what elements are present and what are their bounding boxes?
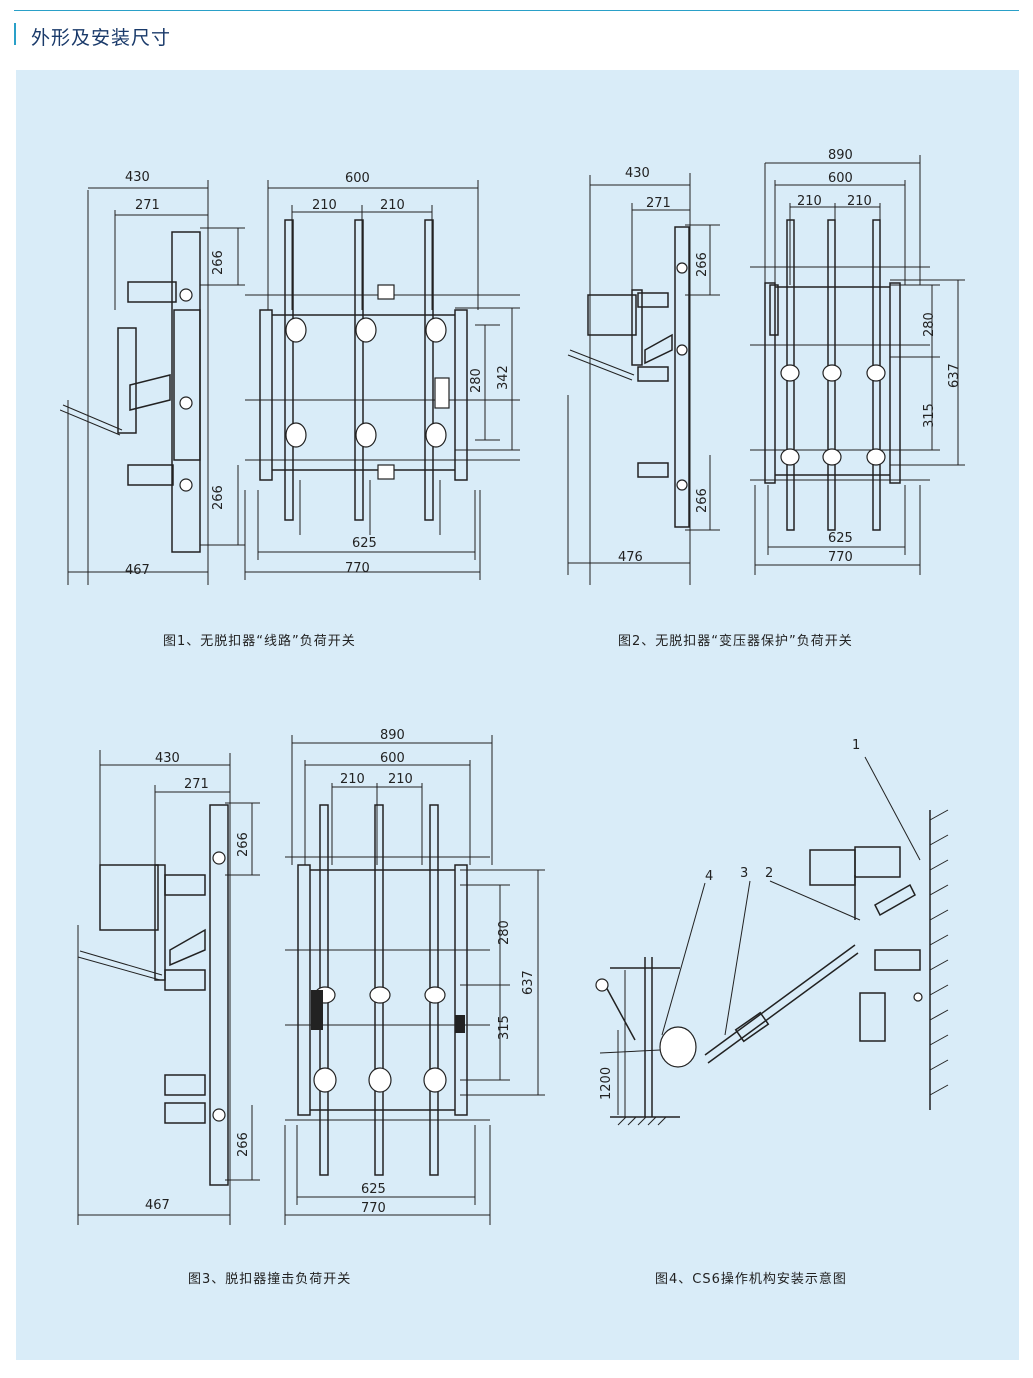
fig1-dim-271: 271 [135,198,160,213]
figure-2-caption: 图2、无脱扣器“变压器保护”负荷开关 [618,634,853,649]
figure-4-ground [610,957,680,1126]
fig3-dim-600: 600 [380,751,405,766]
fig1-dim-430: 430 [125,170,150,185]
fig4-label-1: 1 [852,738,860,753]
fig3-dim-625: 625 [361,1182,386,1197]
fig1-dim-625: 625 [352,536,377,551]
figure-4-drawing: 1 2 3 4 1200 [595,738,949,1126]
fig3-dim-770: 770 [361,1201,386,1216]
fig2-dim-271: 271 [646,196,671,211]
fig3-dim-210b: 210 [388,772,413,787]
fig2-dim-280: 280 [922,312,937,337]
fig2-dim-625: 625 [828,531,853,546]
fig3-dim-280: 280 [497,920,512,945]
figure-4-mechanism [595,846,923,1068]
fig1-dim-266b: 266 [211,485,226,510]
figure-1-drawing: 430 271 266 266 467 600 210 210 280 342 … [60,170,520,585]
fig1-dim-467: 467 [125,563,150,578]
fig2-dim-890: 890 [828,148,853,163]
fig2-dim-266a: 266 [695,252,710,277]
title-bar: 外形及安装尺寸 [14,10,1019,49]
fig1-dim-210b: 210 [380,198,405,213]
fig3-dim-266b: 266 [236,1132,251,1157]
figure-2-drawing: 430 271 266 266 476 890 600 210 210 280 … [567,148,965,585]
fig3-dim-266a: 266 [236,832,251,857]
figure-4-wall [929,809,949,1110]
fig3-dim-430: 430 [155,751,180,766]
fig3-dim-315: 315 [497,1015,512,1040]
drawing-panel [16,70,1019,1360]
page-title: 外形及安装尺寸 [31,27,172,49]
fig1-dim-342: 342 [496,365,511,390]
fig2-dim-266b: 266 [695,488,710,513]
fig3-dim-271: 271 [184,777,209,792]
fig2-dim-600: 600 [828,171,853,186]
fig4-label-3: 3 [740,866,748,881]
fig2-dim-430: 430 [625,166,650,181]
fig2-dim-770: 770 [828,550,853,565]
figure-1-front-view [244,180,520,580]
fig2-dim-210b: 210 [847,194,872,209]
figure-3-caption: 图3、脱扣器撞击负荷开关 [188,1272,352,1287]
fig2-dim-210a: 210 [797,194,822,209]
fig1-dim-266a: 266 [211,250,226,275]
fig3-dim-637: 637 [521,970,536,995]
fig1-dim-770: 770 [345,561,370,576]
fig3-dim-210a: 210 [340,772,365,787]
fig1-dim-280: 280 [469,368,484,393]
fig2-dim-637: 637 [947,363,962,388]
fig4-label-2: 2 [765,866,773,881]
title-accent [14,23,16,45]
fig4-label-4: 4 [705,869,713,884]
figure-3-side-view [77,750,260,1225]
fig1-dim-600: 600 [345,171,370,186]
figure-2-front-view [750,155,965,575]
figure-2-side-view [567,173,720,585]
fig3-dim-467: 467 [145,1198,170,1213]
fig4-dim-1200: 1200 [599,1067,614,1100]
figure-1-side-view [60,180,245,585]
figure-4-leaders [617,756,921,1115]
fig1-dim-210a: 210 [312,198,337,213]
fig2-dim-476: 476 [618,550,643,565]
figure-4-caption: 图4、CS6操作机构安装示意图 [655,1272,847,1287]
fig2-dim-315: 315 [922,403,937,428]
fig3-dim-890: 890 [380,728,405,743]
figure-3-front-view [284,735,545,1225]
figure-3-drawing: 430 271 266 266 467 890 600 210 210 280 … [77,728,545,1225]
figure-1-caption: 图1、无脱扣器“线路”负荷开关 [163,634,356,649]
